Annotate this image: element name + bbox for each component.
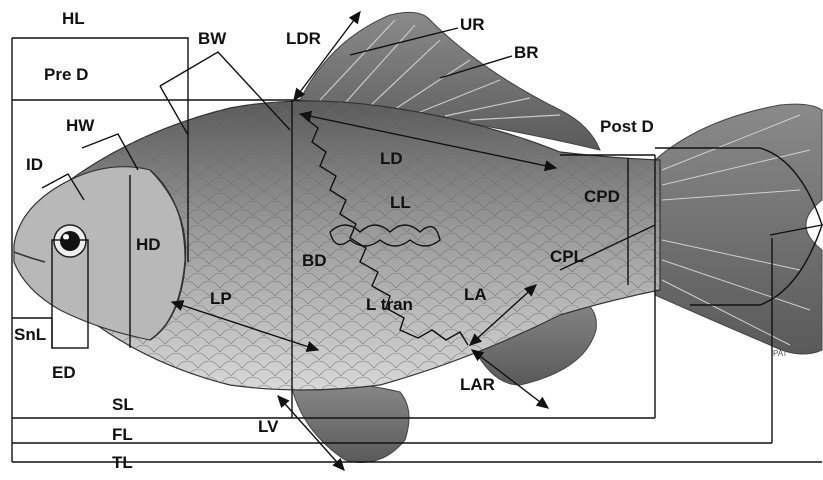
label-snl: SnL <box>14 325 46 344</box>
label-hw: HW <box>66 116 95 135</box>
label-la: LA <box>464 285 487 304</box>
pupil <box>60 231 80 251</box>
label-ll: LL <box>390 193 411 212</box>
label-post-d: Post D <box>600 117 654 136</box>
eye-highlight <box>63 234 69 240</box>
label-fl: FL <box>112 425 133 444</box>
label-ur: UR <box>460 15 485 34</box>
label-id: ID <box>26 155 43 174</box>
label-cpd: CPD <box>584 187 620 206</box>
label-bd: BD <box>302 251 327 270</box>
label-lv: LV <box>258 417 279 436</box>
label-hd: HD <box>136 235 161 254</box>
label-sl: SL <box>112 395 134 414</box>
label-lar: LAR <box>460 375 495 394</box>
label-ed: ED <box>52 363 76 382</box>
label-tl: TL <box>112 453 133 472</box>
label-cpl: CPL <box>550 247 584 266</box>
label-pre-d: Pre D <box>44 65 88 84</box>
label-hl: HL <box>62 9 85 28</box>
label-lp: LP <box>210 289 232 308</box>
label-bw: BW <box>198 29 227 48</box>
label-br: BR <box>514 43 539 62</box>
label-ldr: LDR <box>286 29 321 48</box>
caudal-fin <box>655 104 822 354</box>
artist-signature: PAT <box>773 349 787 358</box>
label-l-tran: L tran <box>366 295 413 314</box>
label-ld: LD <box>380 149 403 168</box>
pelvic-fin <box>290 380 409 463</box>
